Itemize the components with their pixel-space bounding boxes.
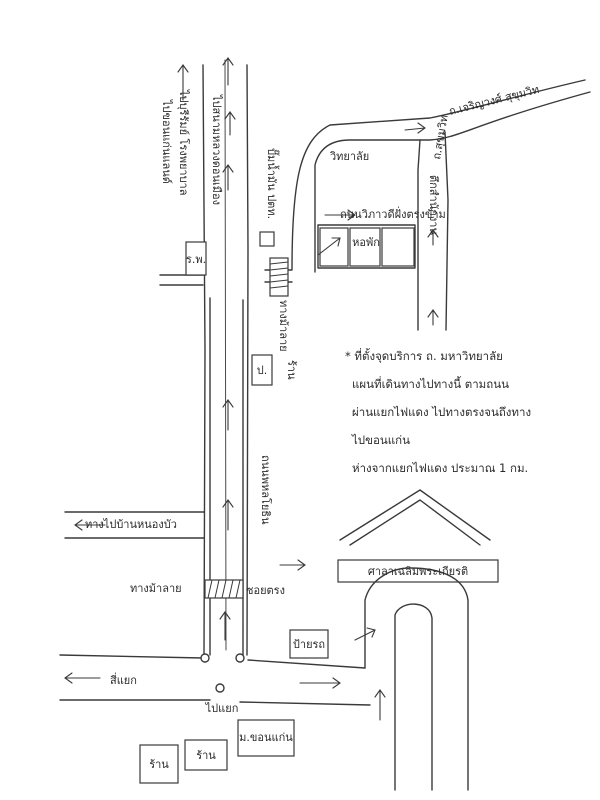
top-right-road-label: ถ.เจริญวงศ์ สุขุมวิท — [448, 83, 541, 118]
main-col-label: ไปสนามหลวงดอนเมือง — [210, 94, 223, 205]
arrow-up-icon — [224, 111, 236, 136]
crosswalk-bottom-label: ทางม้าลาย — [130, 582, 182, 595]
note-line-2: แผนที่เดินทางไปทางนี้ ตามถนน — [352, 376, 509, 391]
campus-box-label: หอพัก — [352, 236, 380, 249]
arrow-left-icon — [64, 672, 101, 684]
traffic-light-left — [200, 653, 210, 663]
arrow-right-icon — [404, 122, 426, 134]
direction-note: * ที่ตั้งจุดบริการ ถ. มหาวิทยาลัย แผนที่… — [345, 348, 531, 475]
campus-top-label: วิทยาลัย — [329, 150, 369, 163]
arrow-up-icon — [177, 64, 189, 101]
bottom-box-2-label: ร้าน — [196, 749, 216, 762]
left-branch-road — [64, 511, 205, 539]
arrow-up-icon — [427, 309, 439, 326]
arrow-up-icon — [222, 164, 234, 191]
curved-road-top-right — [264, 79, 591, 331]
arrow-right-icon — [279, 559, 306, 571]
horizontal-road — [59, 654, 371, 706]
bottom-box-2 — [184, 739, 228, 771]
left-branch-label: ทางไปบ้านหนองบัว — [85, 518, 177, 531]
campus-building-3 — [381, 227, 415, 267]
arrow-up-icon — [222, 499, 234, 531]
traffic-light-right — [235, 653, 245, 663]
building-vertical-label: ตึกสำนักงาน — [427, 175, 440, 235]
campus-building-2 — [349, 227, 381, 267]
campus-block: หอพัก — [317, 224, 416, 269]
crosswalk-bottom — [204, 579, 244, 599]
side-vertical-label: ปั๊มน้ำมัน ปตท. — [265, 148, 280, 219]
side-box-label: ป. — [257, 364, 267, 377]
bottom-box-1 — [139, 744, 179, 784]
traffic-light-bottom — [215, 683, 225, 693]
road-bottom-left-label: ไปแยก — [205, 702, 239, 715]
gate-pavilion — [337, 489, 499, 791]
bottom-box-3 — [237, 719, 295, 757]
crosswalk-top — [269, 257, 289, 297]
note-line-1: * ที่ตั้งจุดบริการ ถ. มหาวิทยาลัย — [345, 348, 503, 363]
left-col-1-label: ไปขอนแก่นแลนด์ — [160, 99, 173, 184]
left-col-2-label: ไปบุรีรัมย์ โรงพยาบาล — [177, 89, 191, 195]
arrow-up-icon — [222, 57, 234, 86]
left-road-stub — [159, 274, 204, 286]
arrow-up-icon — [427, 229, 439, 246]
bottom-shops: ร้าน ร้าน ม.ขอนแก่น — [139, 719, 295, 784]
note-line-5: ห่างจากแยกไฟแดง ประมาณ 1 กม. — [352, 461, 528, 475]
shop-box — [259, 231, 275, 247]
main-road — [202, 59, 249, 656]
arrow-right-icon — [324, 209, 356, 221]
top-road-label: ถนนวิภาวดีฝั่งตรงข้าม — [340, 206, 446, 221]
right-of-crosswalk-label: ซอยตรง — [246, 584, 285, 597]
arrow-up-icon — [222, 399, 234, 431]
bottom-box-3-label: ม.ขอนแก่น — [239, 731, 293, 744]
note-line-3: ผ่านแยกไฟแดง ไปทางตรงจนถึงทาง — [352, 405, 531, 419]
left-small-box-label: ร.พ. — [186, 253, 206, 266]
arrow-diagonal-icon — [317, 237, 341, 256]
campus-building-1 — [319, 227, 349, 267]
gate-label: ศาลาเฉลิมพระเกียรติ — [368, 565, 468, 578]
small-sign-label: ป้ายรถ — [293, 638, 325, 651]
shop-label: ร้าน — [285, 360, 298, 380]
arrow-up-icon — [219, 611, 231, 641]
arrow-right-icon — [299, 677, 341, 689]
arrow-diagonal-icon — [354, 627, 376, 641]
side-box — [251, 354, 273, 386]
arrow-left-icon — [74, 519, 106, 531]
lower-vertical-label: ถนนพหลโยธิน — [259, 455, 273, 525]
direction-arrows — [64, 57, 439, 721]
note-line-4: ไปขอนแก่น — [351, 433, 410, 447]
small-sign-box — [289, 629, 329, 659]
intersection-label: สี่แยก — [110, 672, 137, 687]
crosswalk-top-label: ทางม้าลาย — [277, 300, 290, 352]
arrow-up-icon — [374, 689, 386, 721]
left-small-box — [185, 241, 207, 276]
bottom-box-1-label: ร้าน — [149, 758, 169, 771]
